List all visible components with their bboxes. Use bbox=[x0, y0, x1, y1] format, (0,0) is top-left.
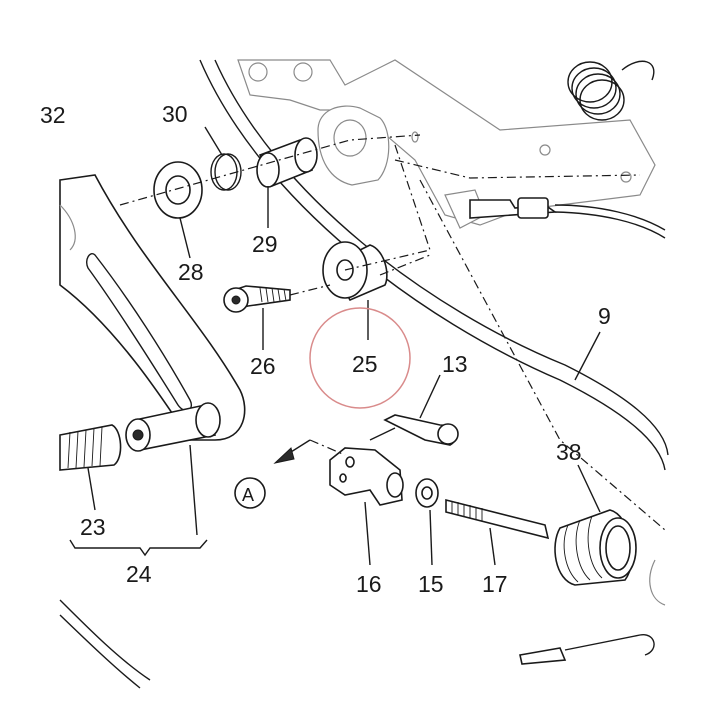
assembly-centerlines bbox=[119, 134, 666, 531]
callout-29: 29 bbox=[252, 231, 278, 257]
highlight-circle bbox=[309, 307, 411, 409]
clip-13 bbox=[369, 414, 459, 446]
spring-icon bbox=[567, 60, 655, 121]
callout-13: 13 bbox=[442, 351, 468, 377]
lower-linkage bbox=[59, 559, 666, 689]
callout-16: 16 bbox=[356, 571, 382, 597]
callout-17: 17 bbox=[482, 571, 508, 597]
peg-pin-24 bbox=[125, 402, 221, 452]
washer-28 bbox=[153, 161, 203, 219]
callout-26: 26 bbox=[250, 353, 276, 379]
callout-38: 38 bbox=[556, 439, 582, 465]
rod-17 bbox=[445, 498, 550, 540]
callout-9: 9 bbox=[598, 303, 611, 329]
cable-9 bbox=[469, 197, 666, 239]
bolt-26 bbox=[223, 285, 291, 313]
callout-23: 23 bbox=[80, 514, 106, 540]
boot-38 bbox=[554, 509, 637, 586]
callout-28: 28 bbox=[178, 259, 204, 285]
callout-25: 25 bbox=[352, 351, 378, 377]
nut-15 bbox=[415, 478, 439, 508]
view-a-arrow bbox=[234, 439, 311, 509]
clevis-16 bbox=[329, 447, 404, 506]
footrest-bracket bbox=[59, 174, 246, 441]
peg-rubber-23 bbox=[59, 424, 122, 471]
spacer-25 bbox=[322, 241, 388, 302]
frame-bracket bbox=[199, 59, 669, 471]
callout-15: 15 bbox=[418, 571, 444, 597]
frame-boss bbox=[317, 105, 419, 186]
callout-30: 30 bbox=[162, 101, 188, 127]
leader-lines bbox=[69, 126, 601, 566]
callout-32: 32 bbox=[40, 102, 66, 128]
view-a-label: A bbox=[242, 485, 254, 505]
callout-24: 24 bbox=[126, 561, 152, 587]
